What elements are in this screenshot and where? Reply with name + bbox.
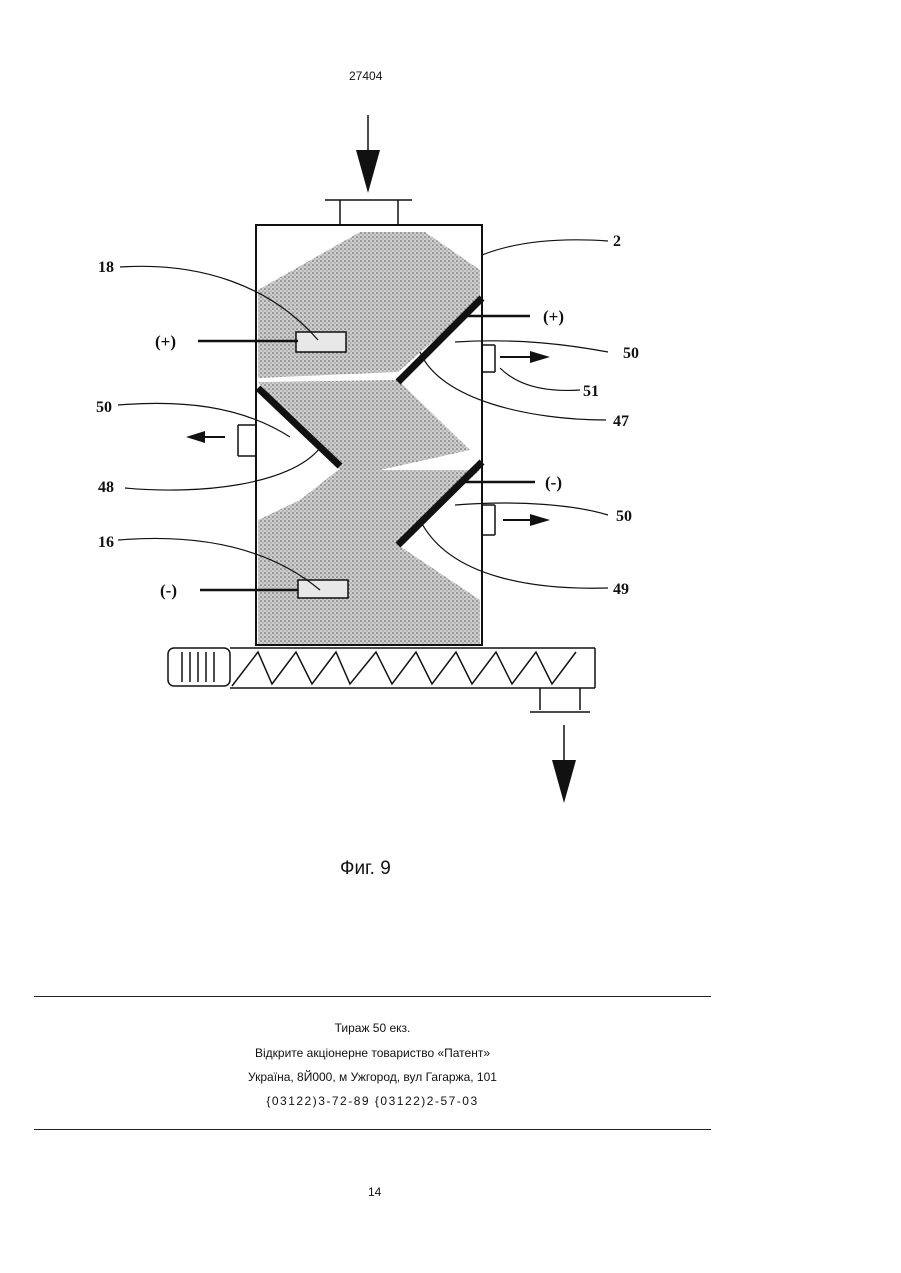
label-plus-left: (+) xyxy=(155,332,176,351)
label-51: 51 xyxy=(583,383,599,400)
label-50-top: 50 xyxy=(623,345,639,362)
label-16: 16 xyxy=(98,534,114,551)
outlet-arrow-left xyxy=(186,431,205,443)
inlet-arrow xyxy=(356,115,380,193)
divider-top xyxy=(34,996,711,997)
inlet-pipe xyxy=(325,200,412,225)
label-50-bottom: 50 xyxy=(616,508,632,525)
electrode-18 xyxy=(296,332,346,352)
label-18: 18 xyxy=(98,259,114,276)
label-49: 49 xyxy=(613,581,629,598)
label-47: 47 xyxy=(613,413,629,430)
outlet-arrow-right-bottom xyxy=(530,514,550,526)
patent-figure: 2 18 (+) (+) 50 51 50 47 (-) 48 50 16 (-… xyxy=(0,0,901,840)
imprint-phones: {03122)3-72-89 {03122)2-57-03 xyxy=(0,1094,745,1108)
divider-bottom xyxy=(34,1129,711,1130)
outlet-arrow-bottom xyxy=(552,725,576,803)
label-50-left: 50 xyxy=(96,399,112,416)
label-2: 2 xyxy=(613,233,621,250)
imprint-address: Україна, 8Й000, м Ужгород, вул Гагаржа, … xyxy=(0,1070,745,1084)
page-number: 14 xyxy=(368,1185,381,1199)
outlet-right-top xyxy=(482,345,535,372)
label-plus-right: (+) xyxy=(543,307,564,326)
outlet-right-bottom xyxy=(482,505,535,535)
label-minus-right: (-) xyxy=(545,473,562,492)
electrode-16 xyxy=(298,580,348,598)
imprint-circulation: Тираж 50 екз. xyxy=(0,1021,745,1035)
outlet-arrow-right-top xyxy=(530,351,550,363)
screw-conveyor xyxy=(168,648,595,712)
outlet-left xyxy=(200,425,256,456)
imprint-publisher: Відкрите акціонерне товариство «Патент» xyxy=(0,1046,745,1060)
figure-caption: Фиг. 9 xyxy=(340,858,391,880)
label-minus-left: (-) xyxy=(160,581,177,600)
granular-material xyxy=(258,232,480,645)
label-48: 48 xyxy=(98,479,114,496)
